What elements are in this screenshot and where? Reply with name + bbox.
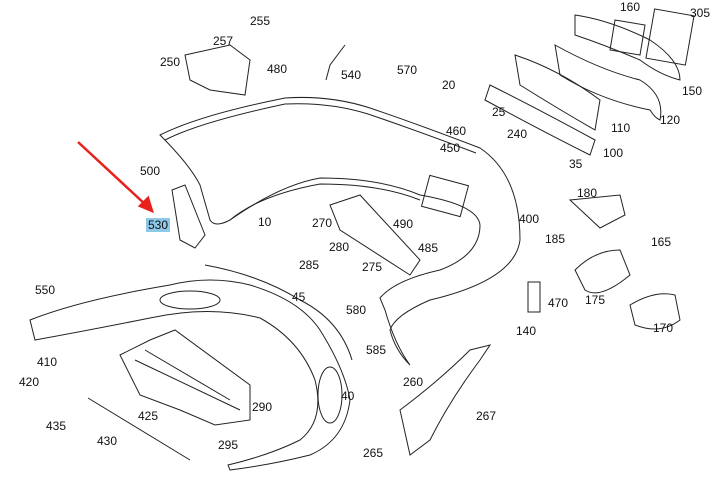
- bracket-250: [184, 44, 251, 96]
- part-label-120: 120: [660, 113, 681, 127]
- lower-diffuser-outline: [29, 279, 351, 471]
- part-label-285: 285: [299, 258, 320, 272]
- part-label-255: 255: [250, 14, 271, 28]
- part-label-35: 35: [569, 157, 583, 171]
- part-label-10: 10: [258, 215, 272, 229]
- part-label-280: 280: [329, 240, 350, 254]
- upper-trim-outline: [554, 44, 662, 121]
- part-label-500: 500: [140, 164, 161, 178]
- part-label-165: 165: [651, 235, 672, 249]
- part-label-100: 100: [603, 146, 624, 160]
- part-label-530-highlighted: 530: [146, 218, 171, 232]
- part-label-110: 110: [611, 121, 631, 135]
- part-label-45: 45: [292, 290, 306, 304]
- part-label-305: 305: [690, 6, 710, 20]
- reinforcement-outline: [119, 329, 251, 426]
- part-label-450: 450: [440, 141, 461, 155]
- part-label-140: 140: [516, 324, 537, 338]
- part-label-460: 460: [446, 124, 467, 138]
- part-label-435: 435: [46, 419, 67, 433]
- part-label-250: 250: [160, 55, 181, 69]
- part-label-295: 295: [218, 438, 239, 452]
- part-label-585: 585: [366, 343, 387, 357]
- part-label-480: 480: [267, 62, 288, 76]
- part-label-540: 540: [341, 68, 362, 82]
- part-label-150: 150: [682, 84, 703, 98]
- part-label-570: 570: [397, 63, 418, 77]
- part-label-490: 490: [393, 217, 414, 231]
- bracket-260: [399, 344, 492, 456]
- part-label-160: 160: [620, 0, 641, 14]
- part-label-185: 185: [545, 232, 566, 246]
- part-label-175: 175: [585, 293, 606, 307]
- part-label-420: 420: [19, 375, 40, 389]
- part-label-470: 470: [548, 296, 569, 310]
- part-label-550: 550: [35, 283, 56, 297]
- part-label-40: 40: [341, 389, 355, 403]
- part-label-240: 240: [507, 127, 528, 141]
- part-label-25: 25: [492, 105, 506, 119]
- part-label-290: 290: [252, 400, 273, 414]
- part-label-260: 260: [403, 375, 424, 389]
- part-label-580: 580: [346, 303, 367, 317]
- part-label-265: 265: [363, 446, 384, 460]
- part-label-430: 430: [97, 434, 118, 448]
- part-label-485: 485: [418, 241, 439, 255]
- bumper-cover-outline: [159, 96, 521, 366]
- part-label-170: 170: [653, 321, 674, 335]
- part-label-270: 270: [312, 216, 333, 230]
- part-label-257: 257: [213, 34, 234, 48]
- part-label-400: 400: [519, 212, 540, 226]
- part-label-410: 410: [37, 355, 58, 369]
- part-label-275: 275: [362, 260, 383, 274]
- side-bracket-530: [171, 184, 206, 249]
- part-label-425: 425: [138, 409, 159, 423]
- part-label-180: 180: [577, 186, 598, 200]
- part-label-267: 267: [476, 409, 497, 423]
- part-label-20: 20: [442, 78, 456, 92]
